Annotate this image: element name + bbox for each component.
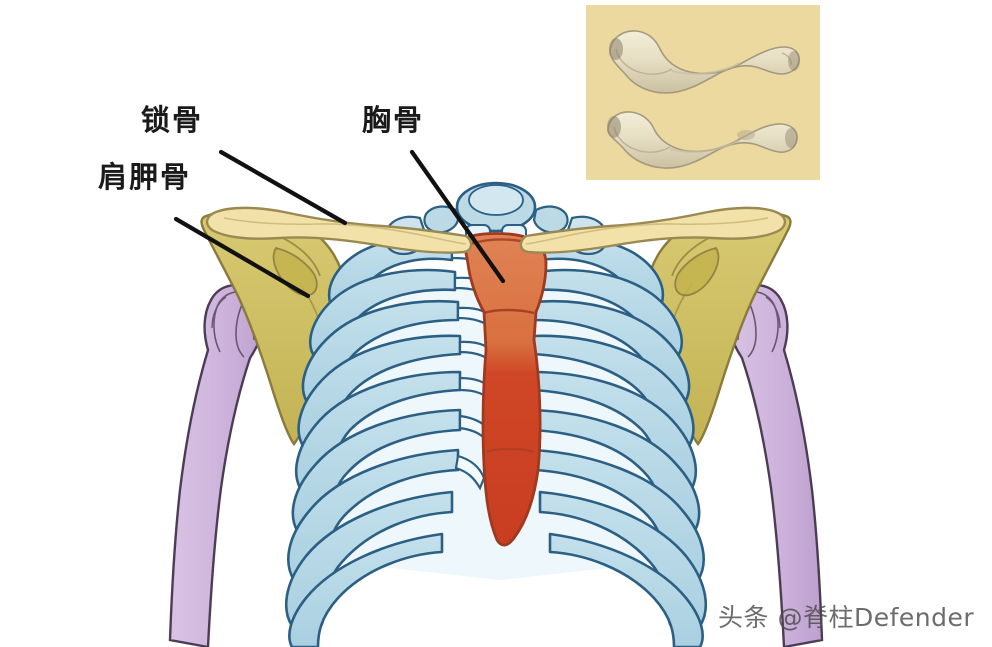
clavicle-left (205, 206, 473, 254)
rib-cage-right (530, 237, 708, 647)
leader-line-clavicle (218, 149, 348, 226)
inset-bone-upper (609, 30, 800, 94)
leader-line-sternum (409, 149, 506, 284)
label-clavicle: 锁骨 (141, 103, 204, 137)
clavicle-right (519, 206, 787, 254)
inset-bone-lower (607, 111, 798, 169)
label-scapula: 肩胛骨 (98, 160, 192, 194)
leader-lines (173, 149, 506, 299)
leader-line-scapula (173, 216, 311, 299)
watermark: 头条 @脊柱Defender (718, 603, 975, 632)
label-sternum: 胸骨 (362, 103, 425, 137)
rib-cage-left (284, 237, 462, 647)
clavicle-photograph-inset (586, 5, 820, 180)
